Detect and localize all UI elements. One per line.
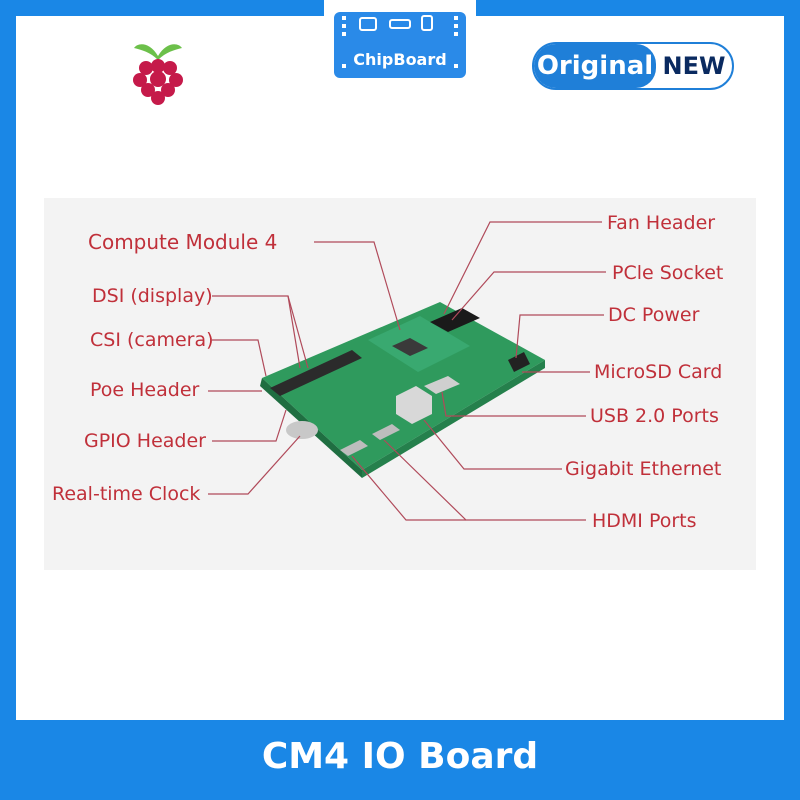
chipboard-badge (324, 0, 476, 92)
leader-dsi (212, 295, 301, 369)
leader-dsi-2 (287, 295, 309, 369)
leader-csi (212, 339, 267, 377)
label-gigabit-ethernet: Gigabit Ethernet (565, 458, 722, 480)
label-dc-power: DC Power (608, 304, 700, 326)
original-new-badge: Original NEW (532, 42, 734, 90)
leader-fan (443, 221, 602, 315)
label-pcie-socket: PCle Socket (612, 262, 724, 284)
label-microsd-card: MicroSD Card (594, 361, 723, 383)
label-csi: CSI (camera) (90, 329, 214, 351)
leader-gpio (212, 409, 287, 442)
leader-hdmi (383, 439, 586, 521)
leader-dc (515, 314, 604, 359)
label-real-time-clock: Real-time Clock (52, 483, 201, 505)
label-usb-ports: USB 2.0 Ports (590, 405, 719, 427)
label-fan-header: Fan Header (607, 212, 716, 234)
raspberry-pi-logo-icon (133, 44, 183, 105)
chipboard-label: ChipBoard (353, 50, 447, 69)
leader-usb (441, 391, 586, 417)
label-dsi: DSI (display) (92, 285, 213, 307)
product-title: CM4 IO Board (261, 736, 539, 777)
leader-hdmi-2 (351, 455, 466, 521)
label-gpio-header: GPIO Header (84, 430, 206, 452)
label-hdmi-ports: HDMI Ports (592, 510, 697, 532)
pcb-board (260, 302, 545, 478)
leader-rtc (208, 435, 301, 495)
label-compute-module: Compute Module 4 (88, 230, 278, 254)
leader-lines (208, 221, 606, 521)
new-label: NEW (662, 52, 726, 80)
original-label: Original (534, 44, 656, 88)
label-poe-header: Poe Header (90, 379, 200, 401)
leader-compute-module (314, 241, 401, 331)
leader-pcie (451, 271, 606, 321)
leader-ethernet (423, 419, 562, 470)
